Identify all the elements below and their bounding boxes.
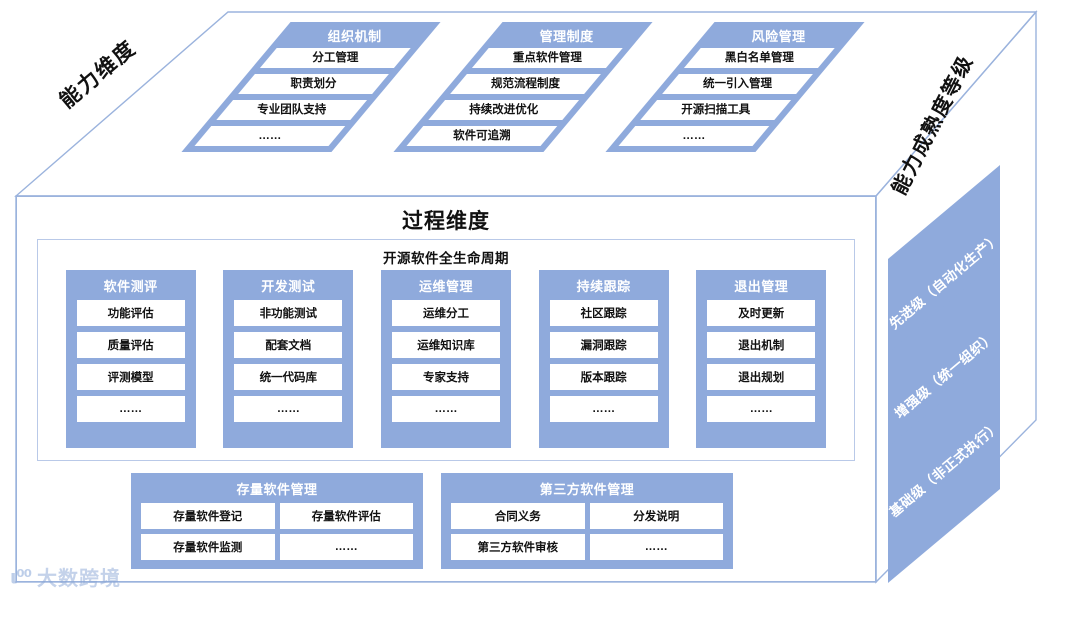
capability-item[interactable]: 专业团队支持 (216, 100, 368, 120)
capability-item[interactable]: 规范流程制度 (450, 74, 601, 94)
capability-item-label: 持续改进优化 (469, 104, 539, 116)
lifecycle-item[interactable]: 漏洞跟踪 (549, 332, 658, 358)
capability-item[interactable]: 持续改进优化 (428, 100, 580, 120)
lifecycle-item[interactable]: 退出规划 (707, 364, 816, 390)
lifecycle-column-title: 运维管理 (418, 279, 473, 294)
group-title: 第三方软件管理 (539, 482, 635, 497)
group-third-party-software-management[interactable]: 第三方软件管理 合同义务 分发说明 第三方软件审核 …… (441, 473, 733, 569)
capability-column-title: 管理制度 (539, 29, 594, 44)
capability-dimension-label: 能力维度 (55, 36, 141, 113)
group-title: 存量软件管理 (236, 482, 318, 497)
watermark-text: 大数跨境 (37, 568, 122, 590)
capability-item[interactable]: …… (194, 126, 346, 146)
capability-column-management[interactable]: 管理制度 重点软件管理 规范流程制度 持续改进优化 软件可追溯 (393, 22, 653, 152)
group-cell[interactable]: 存量软件评估 (279, 503, 413, 529)
diagram-canvas: 能力维度 组织机制 分工管理 职责划分 专业团队支持 …… 管理制度 重点软件管… (10, 0, 1080, 600)
capability-item-label: 重点软件管理 (512, 52, 582, 64)
group-grid: 合同义务 分发说明 第三方软件审核 …… (441, 503, 733, 568)
process-dimension-title: 过程维度 (402, 210, 490, 233)
capability-item[interactable]: 职责划分 (238, 74, 389, 94)
lifecycle-column-development[interactable]: 开发测试 非功能测试 配套文档 统一代码库 …… (223, 270, 354, 448)
group-stock-software-management[interactable]: 存量软件管理 存量软件登记 存量软件评估 存量软件监测 …… (131, 473, 423, 569)
capability-item[interactable]: 统一引入管理 (662, 74, 813, 94)
lifecycle-item[interactable]: 非功能测试 (234, 300, 343, 326)
lifecycle-item[interactable]: 质量评估 (76, 332, 185, 358)
capability-item-label: 专业团队支持 (257, 104, 327, 116)
capability-item[interactable]: 黑白名单管理 (683, 48, 835, 68)
capability-column-risk[interactable]: 风险管理 黑白名单管理 统一引入管理 开源扫描工具 …… (605, 22, 865, 152)
lifecycle-item[interactable]: 专家支持 (391, 364, 500, 390)
capability-item-label: 规范流程制度 (491, 78, 561, 90)
lifecycle-panel: 开源软件全生命周期 软件测评 功能评估 质量评估 评测模型 …… 开发测试 非功… (37, 239, 855, 461)
capability-column-title: 组织机制 (327, 29, 382, 44)
group-cell[interactable]: 存量软件监测 (141, 534, 275, 560)
lifecycle-item[interactable]: 运维知识库 (391, 332, 500, 358)
lifecycle-item[interactable]: …… (76, 396, 185, 422)
lifecycle-columns: 软件测评 功能评估 质量评估 评测模型 …… 开发测试 非功能测试 配套文档 统… (38, 270, 854, 448)
lifecycle-item[interactable]: …… (707, 396, 816, 422)
maturity-level-label: 基础级（非正式执行） (886, 418, 1004, 520)
group-cell[interactable]: …… (279, 534, 413, 560)
capability-column-title: 风险管理 (751, 29, 806, 44)
capability-item-label: …… (682, 130, 706, 142)
lifecycle-column-title: 开发测试 (261, 279, 316, 294)
lifecycle-column-title: 退出管理 (734, 279, 789, 294)
lifecycle-column-title: 软件测评 (103, 279, 158, 294)
maturity-level-text-wrap: 基础级（非正式执行） (887, 400, 1004, 536)
lifecycle-item[interactable]: 功能评估 (76, 300, 185, 326)
watermark-logo-icon: ι⁰⁰ (10, 565, 32, 588)
capability-item[interactable]: 开源扫描工具 (640, 100, 792, 120)
capability-item-label: 统一引入管理 (703, 78, 773, 90)
capability-item-label: 分工管理 (312, 52, 359, 64)
capability-item-label: 黑白名单管理 (724, 52, 794, 64)
lifecycle-item[interactable]: 版本跟踪 (549, 364, 658, 390)
capability-item[interactable]: 分工管理 (259, 48, 411, 68)
bottom-groups: 存量软件管理 存量软件登记 存量软件评估 存量软件监测 …… 第三方软件管理 合… (17, 473, 875, 573)
lifecycle-item[interactable]: …… (549, 396, 658, 422)
lifecycle-item[interactable]: 配套文档 (234, 332, 343, 358)
lifecycle-item[interactable]: 运维分工 (391, 300, 500, 326)
maturity-dimension-face: 先进级（自动化生产） 增强级（统一组织） 基础级（非正式执行） (876, 0, 1080, 600)
group-cell[interactable]: 第三方软件审核 (451, 534, 585, 560)
watermark: ι⁰⁰ 大数跨境 (10, 562, 121, 591)
lifecycle-column-tracking[interactable]: 持续跟踪 社区跟踪 漏洞跟踪 版本跟踪 …… (538, 270, 669, 448)
process-dimension-face: 过程维度 开源软件全生命周期 软件测评 功能评估 质量评估 评测模型 …… 开发… (16, 196, 876, 582)
lifecycle-item[interactable]: 退出机制 (707, 332, 816, 358)
lifecycle-column-title: 持续跟踪 (576, 279, 631, 294)
lifecycle-item[interactable]: 社区跟踪 (549, 300, 658, 326)
lifecycle-item[interactable]: 统一代码库 (234, 364, 343, 390)
group-cell[interactable]: …… (589, 534, 723, 560)
lifecycle-title: 开源软件全生命周期 (383, 251, 509, 266)
capability-item-label: 开源扫描工具 (681, 104, 751, 116)
lifecycle-item[interactable]: 评测模型 (76, 364, 185, 390)
group-grid: 存量软件登记 存量软件评估 存量软件监测 …… (131, 503, 423, 568)
capability-item-label: 软件可追溯 (453, 130, 511, 142)
lifecycle-item[interactable]: 及时更新 (707, 300, 816, 326)
lifecycle-item[interactable]: …… (391, 396, 500, 422)
capability-item-label: …… (258, 130, 282, 142)
capability-item[interactable]: …… (618, 126, 770, 146)
capability-item[interactable]: 软件可追溯 (406, 126, 558, 146)
group-cell[interactable]: 合同义务 (451, 503, 585, 529)
group-cell[interactable]: 存量软件登记 (141, 503, 275, 529)
lifecycle-item[interactable]: …… (234, 396, 343, 422)
capability-item[interactable]: 重点软件管理 (471, 48, 623, 68)
lifecycle-column-exit[interactable]: 退出管理 及时更新 退出机制 退出规划 …… (696, 270, 827, 448)
capability-column-organization[interactable]: 组织机制 分工管理 职责划分 专业团队支持 …… (181, 22, 441, 152)
lifecycle-column-operations[interactable]: 运维管理 运维分工 运维知识库 专家支持 …… (380, 270, 511, 448)
capability-item-label: 职责划分 (290, 78, 337, 90)
group-cell[interactable]: 分发说明 (589, 503, 723, 529)
lifecycle-column-evaluation[interactable]: 软件测评 功能评估 质量评估 评测模型 …… (65, 270, 196, 448)
